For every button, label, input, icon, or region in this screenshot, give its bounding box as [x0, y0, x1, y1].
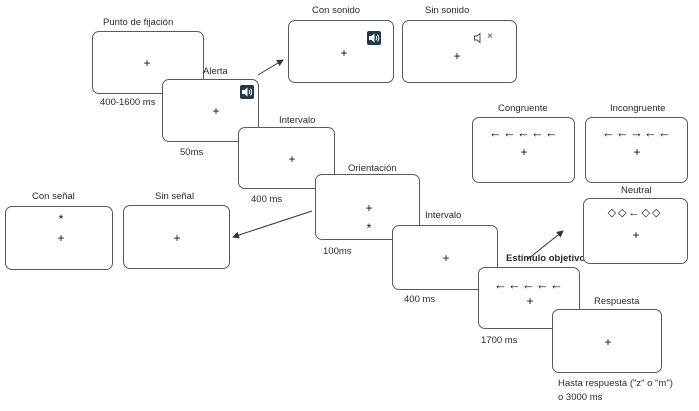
incongruent-screen: ←←→←← + [585, 117, 688, 183]
target-time: 1700 ms [481, 335, 518, 346]
without-sound-screen: + × [402, 20, 517, 83]
with-cue-label: Con señal [32, 191, 75, 202]
incongruent-label: Incongruente [610, 103, 666, 114]
congruent-screen: ←←←←← + [472, 117, 575, 183]
with-sound-fixation-cross: + [340, 46, 348, 60]
without-cue-fixation-cross: + [173, 231, 181, 245]
interval2-label: Intervalo [425, 210, 462, 221]
speaker-muted-icon [474, 32, 481, 44]
congruent-label: Congruente [498, 103, 548, 114]
interval2-fixation-cross: + [442, 251, 450, 265]
congruent-fixation-cross: + [520, 145, 528, 159]
orientation-cue-asterisk: * [366, 221, 372, 235]
alert-label: Alerta [203, 66, 228, 77]
response-fixation-cross: + [604, 335, 612, 349]
alert-screen: + [162, 79, 259, 142]
interval2-time: 400 ms [404, 294, 436, 305]
orientation-label: Orientación [348, 163, 397, 174]
neutral-arrows: ◇◇←◇◇ [607, 207, 663, 219]
alert-time: 50ms [180, 147, 204, 158]
incongruent-fixation-cross: + [633, 145, 641, 159]
target-label: Estímulo objetivo [506, 253, 586, 264]
interval1-fixation-cross: + [288, 152, 296, 166]
target-screen: ←←←←← + [478, 267, 580, 329]
fixation-cross: + [143, 56, 151, 70]
orientation-fixation-cross: + [365, 201, 373, 215]
with-cue-asterisk: * [58, 212, 64, 226]
neutral-label: Neutral [621, 185, 652, 196]
interval1-time: 400 ms [251, 194, 283, 205]
response-time-line2: o 3000 ms [558, 392, 603, 403]
alert-fixation-cross: + [212, 104, 220, 118]
fixation-label: Punto de fijación [103, 17, 174, 28]
with-sound-label: Con sonido [312, 5, 361, 16]
orientation-time: 100ms [323, 246, 352, 257]
neutral-screen: ◇◇←◇◇ + [583, 198, 688, 264]
interval1-label: Intervalo [279, 115, 316, 126]
arrow-to-sound-conditions [257, 59, 284, 76]
without-cue-label: Sin señal [155, 191, 195, 202]
with-sound-screen: + [288, 20, 394, 83]
response-time: Hasta respuesta ("z" o "m") [558, 378, 673, 389]
target-fixation-cross: + [526, 294, 534, 308]
congruent-arrows: ←←←←← [489, 125, 559, 140]
mute-mark: × [487, 31, 493, 42]
without-sound-label: Sin sonido [425, 5, 470, 16]
fixation-time: 400-1600 ms [100, 97, 156, 108]
speaker-on-icon [367, 31, 381, 45]
arrow-to-cue-conditions [232, 210, 313, 239]
target-arrows: ←←←←← [494, 277, 564, 292]
with-cue-screen: * + [5, 206, 113, 270]
neutral-fixation-cross: + [632, 228, 640, 242]
response-screen: + [552, 309, 662, 373]
speaker-on-icon [240, 85, 254, 99]
incongruent-arrows: ←←→←← [602, 125, 672, 140]
with-cue-fixation-cross: + [57, 231, 65, 245]
without-sound-fixation-cross: + [453, 49, 461, 63]
response-label: Respuesta [594, 296, 640, 307]
without-cue-screen: + [123, 205, 230, 269]
